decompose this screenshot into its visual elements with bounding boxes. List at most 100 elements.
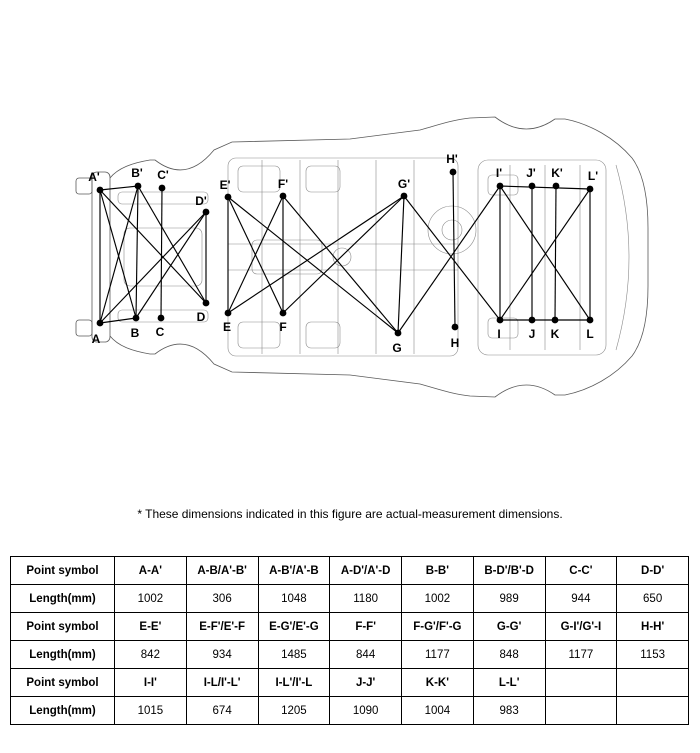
- point-symbol-cell: [616, 668, 689, 697]
- measurement-line-a-prime-b-prime: [99, 185, 139, 191]
- point-symbol-cell: D-D': [616, 556, 689, 585]
- length-value-cell: [616, 696, 689, 725]
- point-label-b: B: [131, 326, 140, 340]
- point-symbol-cell: B-B': [401, 556, 474, 585]
- length-value-cell: 844: [329, 640, 402, 669]
- point-label-k-prime: K': [551, 166, 563, 180]
- point-label-h: H: [451, 336, 460, 350]
- measurement-line-b-prime-d: [137, 185, 207, 304]
- point-label-g-prime: G': [398, 177, 410, 191]
- measurement-line-g-i-prime: [397, 185, 501, 334]
- measurement-line-a-prime-d: [99, 189, 207, 304]
- measure-point-d: [202, 299, 210, 307]
- measure-point-j: [528, 316, 536, 324]
- length-value-cell: 1180: [329, 584, 402, 613]
- point-label-c: C: [156, 325, 165, 339]
- measurement-line-c-c-prime: [160, 187, 163, 319]
- measure-point-g: [394, 329, 402, 337]
- measure-point-g-prime: [400, 192, 408, 200]
- point-label-f: F: [279, 320, 286, 334]
- point-symbol-cell: F-G'/F'-G: [401, 612, 474, 641]
- row-header-cell: Length(mm): [10, 640, 115, 669]
- length-value-cell: 1048: [257, 584, 331, 613]
- point-symbol-cell: B-D'/B'-D: [472, 556, 546, 585]
- measurement-line-g-g-prime: [397, 195, 405, 334]
- length-value-cell: 306: [185, 584, 259, 613]
- length-value-cell: 1015: [114, 696, 187, 725]
- measure-point-b-prime: [134, 182, 142, 190]
- point-symbol-cell: I-L/I'-L': [185, 668, 259, 697]
- measure-point-e-prime: [224, 193, 232, 201]
- measure-point-l: [586, 316, 594, 324]
- measure-point-e: [224, 309, 232, 317]
- row-header-cell: Point symbol: [10, 668, 115, 697]
- measurement-line-g-prime-i: [403, 195, 501, 321]
- measurement-line-f-g-prime: [282, 195, 405, 314]
- measure-point-l-prime: [586, 185, 594, 193]
- length-value-cell: 1485: [257, 640, 331, 669]
- row-header-cell: Length(mm): [10, 584, 115, 613]
- point-symbol-cell: I-L'/I'-L: [257, 668, 331, 697]
- length-value-cell: [544, 696, 618, 725]
- measurement-line-a-d-prime: [99, 211, 207, 324]
- point-label-d: D: [197, 310, 206, 324]
- point-label-j-prime: J': [526, 166, 536, 180]
- point-label-l: L: [586, 327, 593, 341]
- point-label-c-prime: C': [157, 168, 169, 182]
- measure-point-c-prime: [158, 184, 166, 192]
- point-symbol-cell: J-J': [329, 668, 402, 697]
- measure-point-a: [96, 319, 104, 327]
- point-symbol-cell: C-C': [544, 556, 618, 585]
- point-label-i: I: [497, 327, 500, 341]
- point-symbol-cell: K-K': [401, 668, 474, 697]
- point-symbol-cell: A-B'/A'-B: [257, 556, 331, 585]
- length-value-cell: 650: [616, 584, 689, 613]
- measure-point-h-prime: [449, 168, 457, 176]
- point-symbol-cell: E-G'/E'-G: [257, 612, 331, 641]
- measurement-line-f-prime-g: [282, 195, 399, 334]
- measure-point-d-prime: [202, 208, 210, 216]
- point-symbol-cell: G-G': [472, 612, 546, 641]
- length-value-cell: 1004: [401, 696, 474, 725]
- length-value-cell: 848: [472, 640, 546, 669]
- measurement-line-i-l-prime: [499, 188, 591, 321]
- length-value-cell: 934: [185, 640, 259, 669]
- measurement-lines: [99, 171, 591, 334]
- point-symbol-cell: A-B/A'-B': [185, 556, 259, 585]
- length-value-cell: 1177: [544, 640, 618, 669]
- measurement-line-a-prime-b: [99, 189, 137, 319]
- point-label-f-prime: F': [278, 177, 288, 191]
- measure-point-h: [451, 323, 459, 331]
- point-label-e-prime: E': [220, 178, 231, 192]
- length-value-cell: 1002: [114, 584, 187, 613]
- point-label-j: J: [529, 327, 536, 341]
- point-symbol-cell: F-F': [329, 612, 402, 641]
- point-label-a-prime: A': [88, 170, 100, 184]
- length-value-cell: 842: [114, 640, 187, 669]
- point-symbol-cell: L-L': [472, 668, 546, 697]
- measure-point-c: [157, 314, 165, 322]
- point-symbol-cell: A-A': [114, 556, 187, 585]
- row-header-cell: Point symbol: [10, 556, 115, 585]
- row-header-cell: Length(mm): [10, 696, 115, 725]
- length-value-cell: 1090: [329, 696, 402, 725]
- length-value-cell: 944: [544, 584, 618, 613]
- point-symbol-cell: I-I': [114, 668, 187, 697]
- measurement-line-e-g-prime: [227, 195, 405, 314]
- length-value-cell: 1153: [616, 640, 689, 669]
- measure-point-i: [496, 316, 504, 324]
- measure-point-i-prime: [496, 182, 504, 190]
- row-header-cell: Point symbol: [10, 612, 115, 641]
- measurement-line-b-b-prime: [135, 185, 139, 319]
- measurement-line-a-b: [99, 317, 137, 324]
- length-value-cell: 1177: [401, 640, 474, 669]
